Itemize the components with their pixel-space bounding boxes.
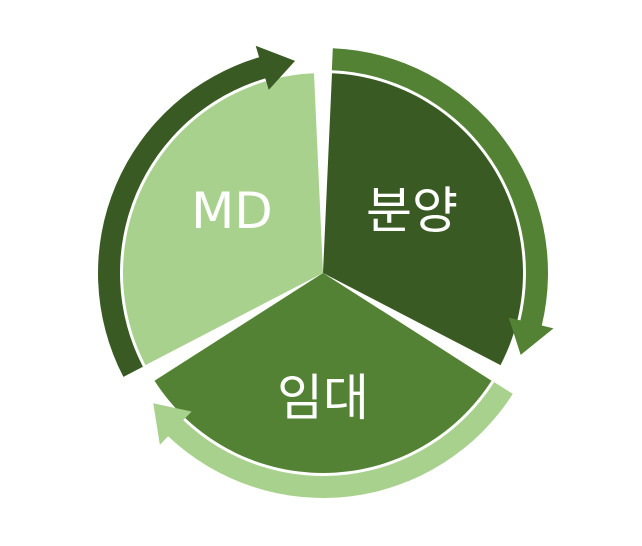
segment-md-pie xyxy=(123,73,323,366)
segment-imdae: 임대 xyxy=(153,273,513,498)
segment-md: MD xyxy=(98,45,323,377)
segment-imdae-label: 임대 xyxy=(277,369,369,427)
segment-md-arrow xyxy=(98,45,296,377)
segment-bunyang: 분양 xyxy=(323,48,554,366)
segment-imdae-pie xyxy=(154,273,492,473)
segment-bunyang-label: 분양 xyxy=(366,182,458,240)
segment-imdae-arrow xyxy=(153,382,513,498)
segment-bunyang-pie xyxy=(323,73,523,366)
segment-md-label: MD xyxy=(191,182,273,240)
segment-bunyang-arrow xyxy=(331,48,554,355)
